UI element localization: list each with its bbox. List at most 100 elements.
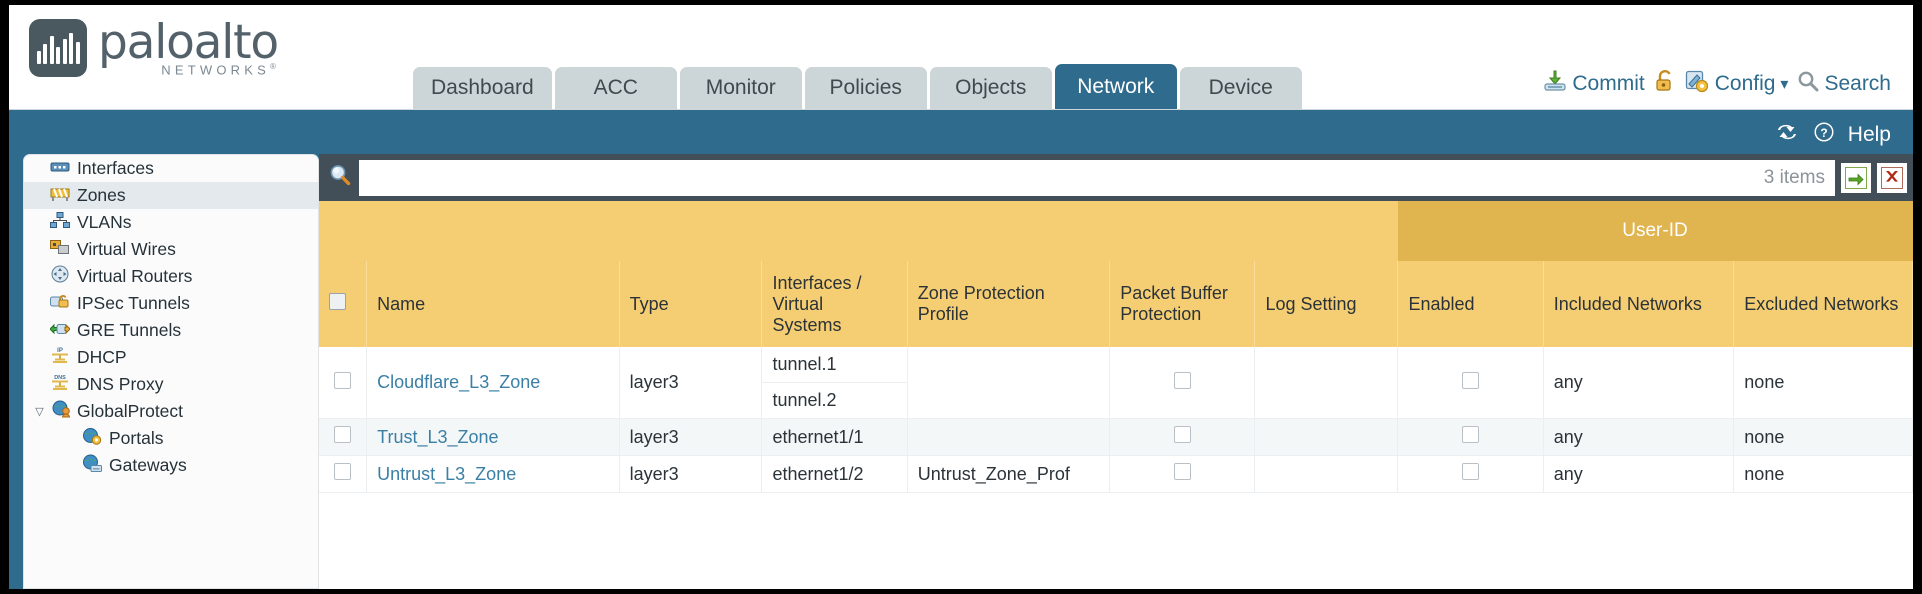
table-row[interactable]: Trust_L3_Zone layer3 ethernet1/1 any non…: [319, 418, 1913, 456]
tab-device[interactable]: Device: [1179, 67, 1302, 109]
help-link[interactable]: Help: [1847, 123, 1891, 146]
col-interfaces[interactable]: Interfaces / Virtual Systems: [761, 261, 908, 347]
sidebar-item-vlans[interactable]: VLANs: [24, 209, 318, 236]
cell-userid-enabled[interactable]: [1397, 418, 1544, 456]
portals-icon: [82, 427, 102, 450]
sidebar-item-gre-tunnels[interactable]: GRE Tunnels: [24, 317, 318, 344]
userid-enabled-checkbox[interactable]: [1462, 371, 1480, 389]
paloalto-logo-icon: [29, 19, 87, 77]
sidebar-item-label: IPSec Tunnels: [77, 293, 190, 313]
brand-wordmark: paloalto NETWORKS®: [98, 19, 279, 76]
col-packet-buffer-protection[interactable]: Packet Buffer Protection: [1109, 261, 1256, 347]
sidebar-item-virtual-wires[interactable]: Virtual Wires: [24, 236, 318, 263]
config-label: Config: [1714, 72, 1776, 95]
col-included-networks[interactable]: Included Networks: [1543, 261, 1735, 347]
zone-name-link[interactable]: Cloudflare_L3_Zone: [377, 372, 541, 392]
col-name[interactable]: Name: [366, 261, 620, 347]
help-question-icon: ?: [1812, 120, 1836, 150]
cell-name[interactable]: Cloudflare_L3_Zone: [366, 347, 620, 419]
cell-userid-enabled[interactable]: [1397, 455, 1544, 493]
tab-monitor[interactable]: Monitor: [679, 67, 802, 109]
gateways-icon: [82, 454, 102, 477]
tab-dashboard[interactable]: Dashboard: [413, 67, 552, 109]
packet-buffer-protection-checkbox[interactable]: [1173, 463, 1191, 480]
virtual-wires-icon: [50, 239, 70, 260]
sidebar-item-gateways[interactable]: Gateways: [24, 452, 318, 479]
group-header-spacer: [319, 201, 1398, 261]
sidebar-item-label: Interfaces: [77, 158, 154, 178]
tab-acc[interactable]: ACC: [554, 67, 677, 109]
clear-filter-button[interactable]: [1877, 162, 1907, 193]
col-enabled[interactable]: Enabled: [1397, 261, 1544, 347]
row-select-cell[interactable]: [319, 455, 368, 493]
col-zone-protection-profile[interactable]: Zone Protection Profile: [907, 261, 1111, 347]
cell-packet-buffer-protection[interactable]: [1109, 455, 1256, 493]
chevron-down-icon: ▾: [1780, 76, 1789, 93]
sidebar-item-zones[interactable]: Zones: [24, 182, 318, 209]
content-panel: 3 items: [319, 154, 1913, 589]
userid-enabled-checkbox[interactable]: [1462, 426, 1480, 443]
search-field-wrapper[interactable]: 3 items: [359, 159, 1835, 196]
zone-name-link[interactable]: Untrust_L3_Zone: [377, 463, 517, 484]
sidebar-item-virtual-routers[interactable]: Virtual Routers: [24, 263, 318, 290]
row-checkbox[interactable]: [334, 371, 352, 389]
col-log-setting[interactable]: Log Setting: [1254, 261, 1399, 347]
ipsec-tunnels-icon: [50, 293, 70, 314]
zone-name-link[interactable]: Trust_L3_Zone: [377, 426, 499, 447]
select-all-header[interactable]: [319, 261, 368, 347]
cell-packet-buffer-protection[interactable]: [1109, 347, 1256, 419]
col-excluded-networks[interactable]: Excluded Networks: [1733, 261, 1913, 347]
packet-buffer-protection-checkbox[interactable]: [1173, 371, 1191, 389]
virtual-routers-icon: [50, 265, 70, 288]
vlans-icon: [50, 212, 70, 233]
table-body: Cloudflare_L3_Zone layer3 tunnel.1 tunne…: [319, 347, 1913, 493]
sidebar-item-ipsec-tunnels[interactable]: IPSec Tunnels: [24, 290, 318, 317]
userid-enabled-checkbox[interactable]: [1462, 463, 1480, 480]
tab-policies[interactable]: Policies: [804, 67, 927, 109]
sidebar-item-portals[interactable]: Portals: [24, 425, 318, 452]
padlock-icon[interactable]: [1654, 69, 1676, 99]
table-row[interactable]: Cloudflare_L3_Zone layer3 tunnel.1 tunne…: [319, 347, 1913, 419]
search-input[interactable]: [359, 159, 1764, 196]
sidebar-item-label: DNS Proxy: [77, 374, 164, 394]
row-select-cell[interactable]: [319, 418, 368, 456]
row-checkbox[interactable]: [334, 426, 352, 443]
search-magnifier-icon[interactable]: [327, 163, 353, 192]
sidebar-item-globalprotect[interactable]: ▽ GlobalProtect: [24, 398, 318, 425]
row-select-cell[interactable]: [319, 347, 368, 419]
search-button[interactable]: Search: [1797, 70, 1891, 98]
commit-button[interactable]: Commit: [1543, 70, 1645, 98]
cell-name[interactable]: Untrust_L3_Zone: [366, 455, 620, 493]
tab-objects[interactable]: Objects: [929, 67, 1052, 109]
header-band: paloalto NETWORKS® Dashboard ACC Monitor…: [9, 5, 1913, 110]
sidebar-item-label: Portals: [109, 428, 164, 448]
tab-network[interactable]: Network: [1054, 64, 1177, 109]
app-body: ? Help Interfaces Zones: [9, 110, 1913, 589]
cell-userid-enabled[interactable]: [1397, 347, 1544, 419]
sidebar-item-interfaces[interactable]: Interfaces: [24, 155, 318, 182]
cell-included-networks: any: [1543, 418, 1735, 456]
table-row[interactable]: Untrust_L3_Zone layer3 ethernet1/2 Untru…: [319, 455, 1913, 493]
svg-text:?: ?: [1820, 126, 1827, 140]
interface-entry: tunnel.1: [762, 347, 907, 383]
tree-collapse-caret-icon[interactable]: ▽: [35, 406, 44, 418]
sidebar-item-dhcp[interactable]: IP DHCP: [24, 344, 318, 371]
cell-packet-buffer-protection[interactable]: [1109, 418, 1256, 456]
refresh-icon[interactable]: [1774, 121, 1800, 149]
commit-save-icon: [1543, 70, 1567, 98]
cell-log-setting: [1254, 418, 1399, 456]
sidebar-item-dns-proxy[interactable]: DNS DNS Proxy: [24, 371, 318, 398]
sub-toolbar-actions: ? Help: [1774, 120, 1891, 150]
interfaces-icon: [50, 158, 70, 179]
col-type[interactable]: Type: [619, 261, 763, 347]
cell-excluded-networks: none: [1733, 347, 1913, 419]
row-checkbox[interactable]: [334, 463, 352, 480]
packet-buffer-protection-checkbox[interactable]: [1173, 426, 1191, 443]
select-all-checkbox[interactable]: [329, 293, 346, 310]
cell-log-setting: [1254, 347, 1399, 419]
apply-filter-button[interactable]: [1841, 162, 1871, 193]
cell-name[interactable]: Trust_L3_Zone: [366, 418, 620, 456]
brand-logo[interactable]: paloalto NETWORKS®: [29, 19, 279, 77]
config-menu[interactable]: Config ▾: [1685, 69, 1789, 99]
cell-interfaces: ethernet1/2: [761, 455, 908, 493]
